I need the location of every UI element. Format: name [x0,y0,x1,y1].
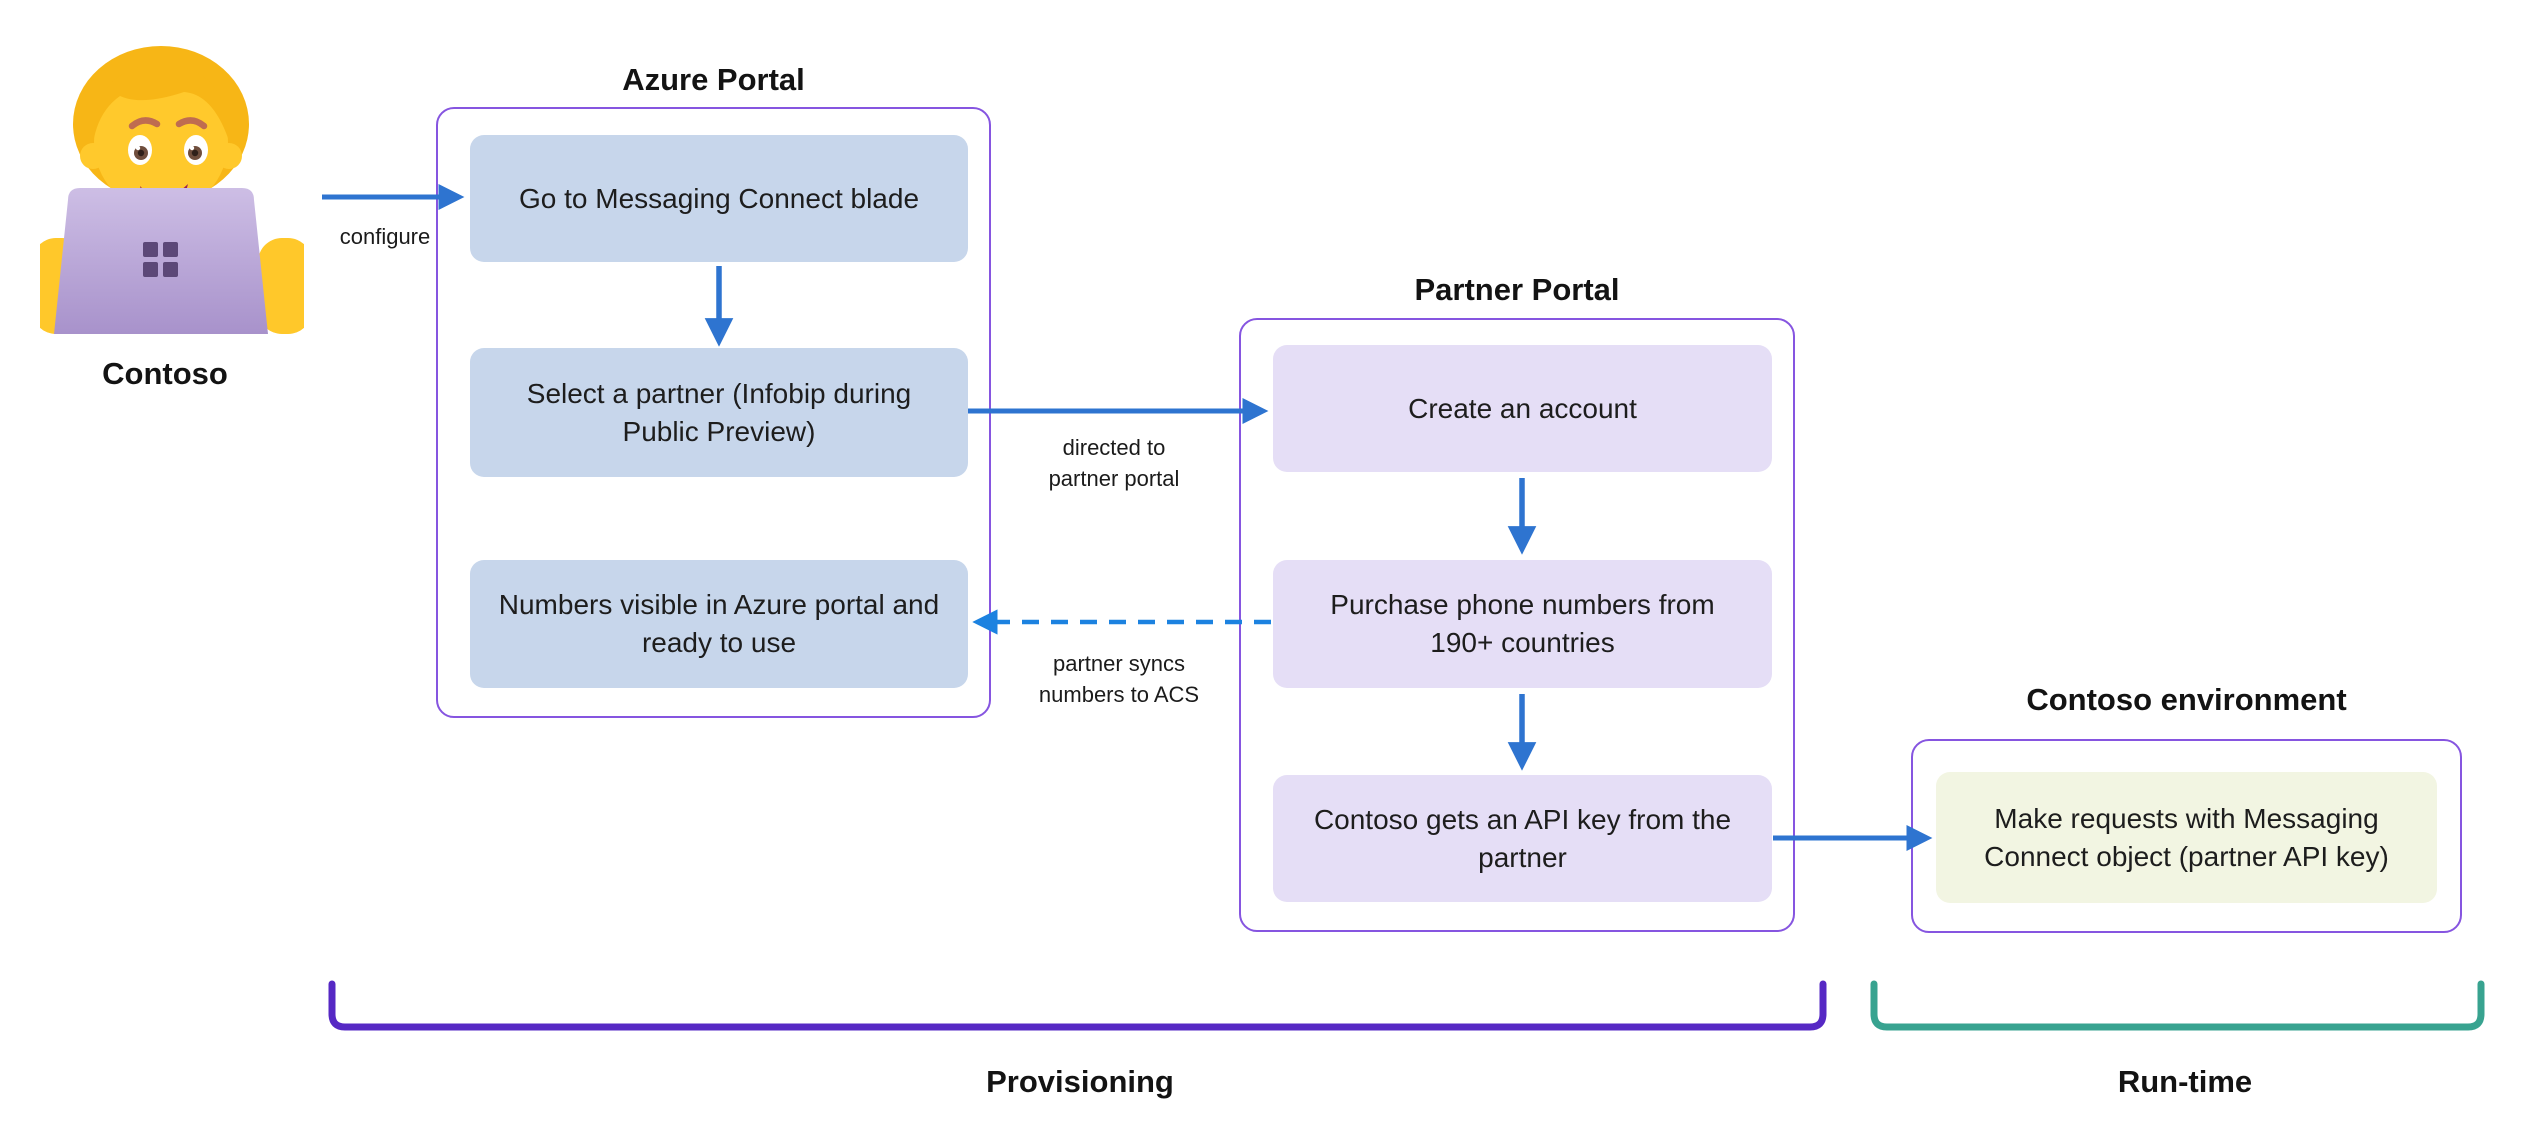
phase-label-provisioning: Provisioning [986,1064,1174,1099]
step-make-requests-messaging-connect: Make requests with Messaging Connect obj… [1936,772,2437,903]
actor-eye-highlight [135,145,141,151]
contoso-environment-title: Contoso environment [2026,682,2347,717]
window-logo-icon [143,242,178,277]
step-numbers-visible-in-azure: Numbers visible in Azure portal and read… [470,560,968,688]
step-contoso-gets-api-key: Contoso gets an API key from the partner [1273,775,1772,902]
step-text: Make requests with Messaging Connect obj… [1984,802,2389,872]
technologist-emoji [40,46,304,334]
actor-arm-right [258,238,304,334]
actor-eyebrow [175,117,208,130]
actor-eye-highlight [189,145,195,151]
step-text: Go to Messaging Connect blade [518,182,920,214]
step-create-an-account: Create an account [1273,345,1772,472]
provisioning-bracket [328,980,1827,1031]
phase-label-runtime: Run-time [2117,1064,2253,1099]
actor-pupil [191,149,199,157]
edge-label-directed-to-partner-portal: directed to partner portal [1048,435,1180,492]
step-go-to-messaging-connect-blade: Go to Messaging Connect blade [470,135,968,262]
step-select-a-partner: Select a partner (Infobip during Public … [470,348,968,477]
runtime-bracket [1870,980,2485,1031]
step-text: Numbers visible in Azure portal and read… [498,589,940,658]
partner-portal-title: Partner Portal [1414,272,1620,307]
actor-pupil [137,149,145,157]
actor-face [94,72,228,212]
step-text: Contoso gets an API key from the partner [1313,803,1732,873]
edge-label-partner-syncs-numbers: partner syncs numbers to ACS [1038,651,1200,708]
actor-fringe [94,64,228,138]
step-text: Select a partner (Infobip during Public … [526,377,912,447]
azure-portal-title: Azure Portal [622,62,805,97]
actor-laptop [54,188,268,334]
step-purchase-phone-numbers: Purchase phone numbers from 190+ countri… [1273,560,1772,688]
edge-label-configure: configure [339,224,431,249]
actor-label: Contoso [102,356,228,391]
step-text: Purchase phone numbers from 190+ countri… [1330,589,1715,658]
actor-eyebrow [128,117,161,130]
step-text: Create an account [1408,392,1637,424]
